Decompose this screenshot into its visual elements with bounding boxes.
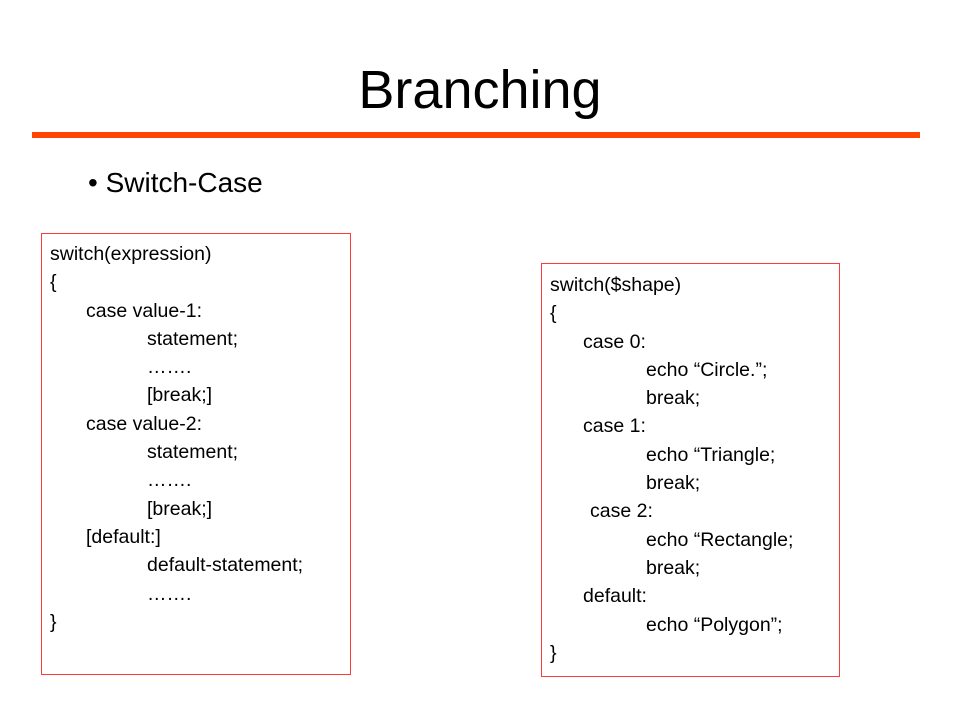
code-line: echo “Circle.”; (646, 358, 768, 381)
code-line: ……. (147, 469, 192, 492)
title-divider (32, 132, 920, 138)
code-line: switch(expression) (50, 243, 212, 265)
code-line: case 2: (590, 500, 653, 523)
code-line: case 0: (583, 330, 646, 353)
code-line: ……. (147, 582, 192, 605)
code-line: default-statement; (147, 554, 304, 577)
example-code-box: switch($shape) { case 0: echo “Circle.”;… (541, 263, 840, 677)
code-line: echo “Rectangle; (646, 528, 794, 551)
code-line: statement; (147, 327, 239, 350)
code-line: switch($shape) (550, 274, 682, 296)
code-line: break; (646, 556, 701, 579)
code-line: [default:] (86, 525, 161, 548)
slide-title: Branching (358, 60, 602, 120)
code-line: case value-1: (86, 299, 202, 322)
code-line: [break;] (147, 384, 213, 407)
code-line: default: (583, 585, 647, 608)
code-line: { (550, 302, 557, 325)
code-line: ……. (147, 356, 192, 379)
code-line: case 1: (583, 415, 646, 438)
code-line: echo “Polygon”; (646, 613, 783, 636)
code-line: } (50, 610, 57, 633)
code-line: [break;] (147, 497, 213, 520)
code-line: { (50, 271, 57, 294)
bullet-switch-case: • Switch-Case (88, 167, 263, 198)
code-line: case value-2: (86, 412, 202, 435)
code-line: echo “Triangle; (646, 443, 776, 466)
code-line: statement; (147, 441, 239, 464)
code-line: break; (646, 472, 701, 495)
syntax-code-box: switch(expression) { case value-1: state… (41, 233, 351, 675)
code-line: break; (646, 387, 701, 410)
code-line: } (550, 641, 557, 664)
